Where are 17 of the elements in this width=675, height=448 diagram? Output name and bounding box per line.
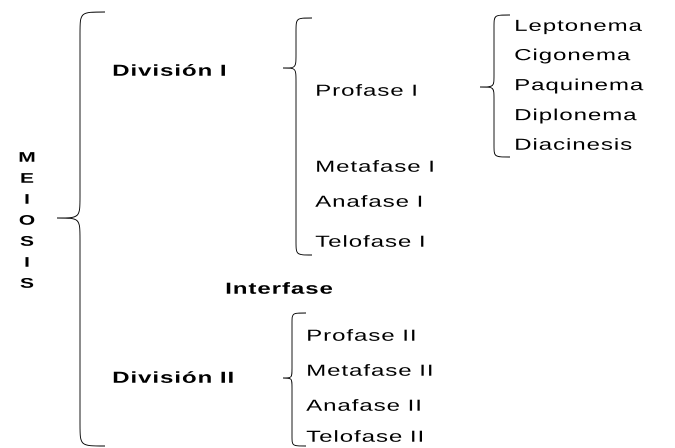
phase-text: Profase I	[317, 84, 416, 96]
phase-text: Anafase I	[315, 195, 422, 207]
stage-text: Diacinesis	[516, 138, 632, 150]
heading-text: División II	[114, 371, 233, 383]
vertical-title: MEIOSIS	[20, 152, 34, 288]
phase-text: Profase II	[308, 329, 414, 341]
stage-text: Paquinema	[516, 78, 644, 94]
phase-text: Telofase I	[316, 235, 424, 247]
stage-text: Diplonema	[516, 108, 637, 124]
phase-text: Metafase II	[308, 364, 432, 376]
stage-text: Leptonema	[516, 20, 642, 34]
stage-text: Cigonema	[515, 48, 630, 64]
phase-text: Telofase II	[306, 430, 422, 442]
phase-text: Metafase I	[317, 160, 433, 172]
phase-text: Anafase II	[306, 399, 420, 411]
heading-text: Interfase	[226, 282, 332, 294]
heading-text: División I	[114, 64, 225, 76]
